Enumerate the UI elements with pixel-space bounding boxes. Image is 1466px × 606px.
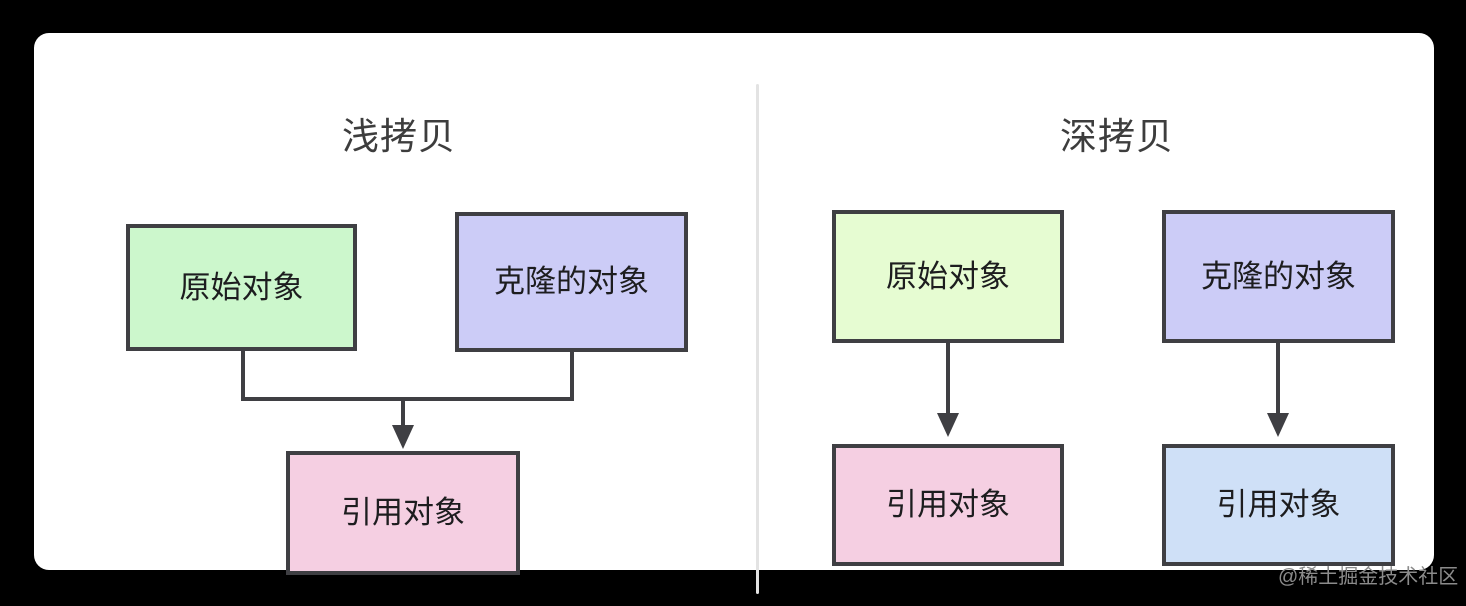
diagram-card: 浅拷贝 原始对象 克隆的对象 引用对象 深拷贝 原始对象 克隆的对象 引用对象 … <box>34 33 1434 594</box>
edge-shallow-merge-bus <box>241 397 574 401</box>
node-deep-reference-object-left: 引用对象 <box>832 444 1064 566</box>
edge-deep-original-to-reference <box>946 343 950 415</box>
panel-title-deep-copy: 深拷贝 <box>1060 116 1174 157</box>
node-label: 引用对象 <box>341 495 465 531</box>
node-label: 克隆的对象 <box>494 264 649 300</box>
edge-shallow-clone-stem <box>570 352 574 401</box>
node-deep-original-object: 原始对象 <box>832 210 1064 343</box>
node-shallow-original-object: 原始对象 <box>126 224 357 351</box>
node-label: 引用对象 <box>1216 487 1341 523</box>
node-label: 克隆的对象 <box>1201 258 1356 294</box>
node-deep-cloned-object: 克隆的对象 <box>1162 210 1395 343</box>
panel-divider <box>756 84 759 594</box>
arrowhead-icon <box>1267 413 1289 437</box>
edge-shallow-original-stem <box>241 351 245 401</box>
arrowhead-icon <box>937 413 959 437</box>
node-label: 原始对象 <box>886 258 1010 294</box>
node-deep-reference-object-right: 引用对象 <box>1162 444 1395 566</box>
node-shallow-reference-object: 引用对象 <box>286 451 520 575</box>
arrowhead-icon <box>392 425 414 449</box>
panel-title-shallow-copy: 浅拷贝 <box>342 116 456 157</box>
node-label: 引用对象 <box>886 487 1010 523</box>
edge-deep-clone-to-reference <box>1276 343 1280 415</box>
watermark: @稀土掘金技术社区 <box>1278 566 1459 588</box>
node-shallow-cloned-object: 克隆的对象 <box>455 212 688 352</box>
node-label: 原始对象 <box>179 269 304 305</box>
edge-shallow-drop <box>401 397 405 427</box>
